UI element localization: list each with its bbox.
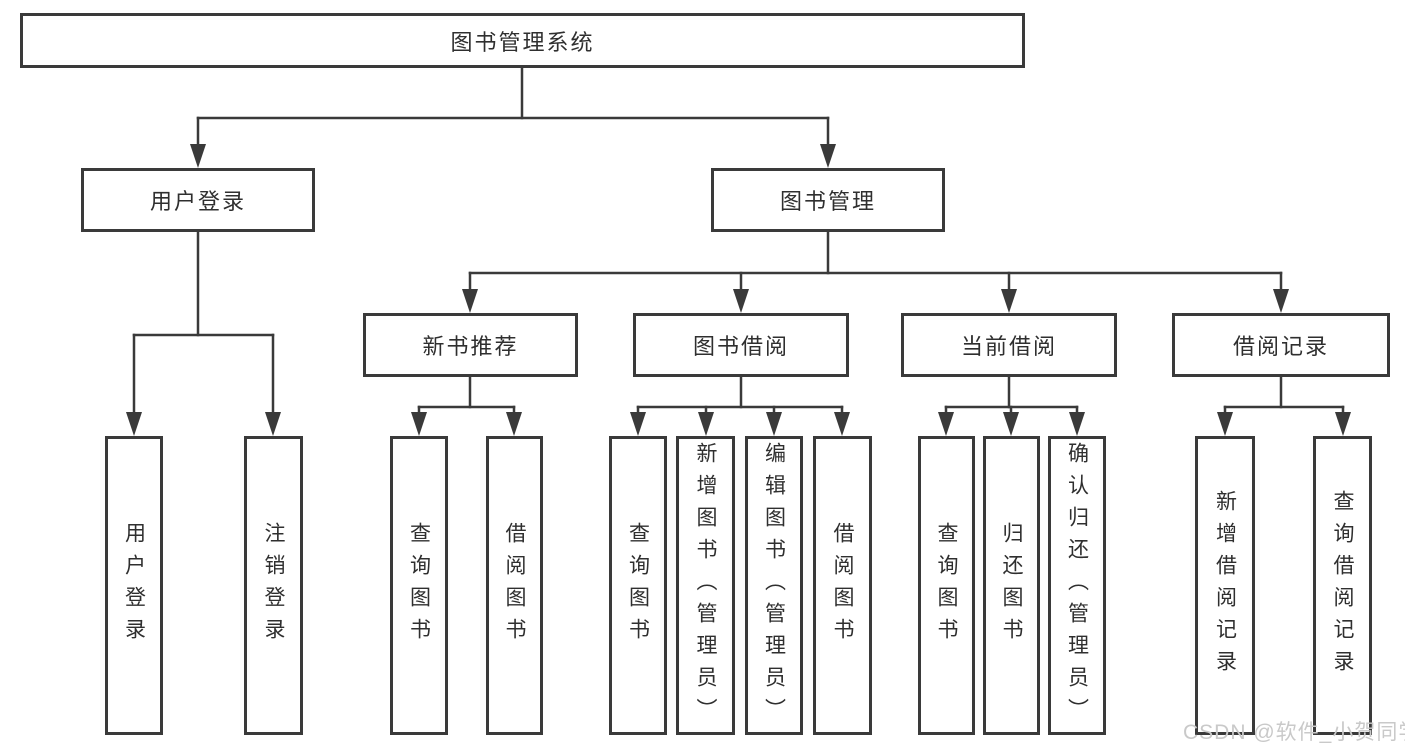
node-user-login: 用户登录 — [81, 168, 315, 232]
leaf-query-borrow-record: 查询借阅记录 — [1313, 436, 1372, 735]
leaf-query-book-recommend-label: 查询图书 — [407, 521, 431, 650]
leaf-query-book-borrow-label: 查询图书 — [626, 521, 650, 650]
connector-book-mgmt-to-level3 — [462, 230, 1289, 313]
node-book-management-label: 图书管理 — [779, 189, 876, 214]
node-book-management: 图书管理 — [711, 168, 945, 232]
leaf-borrow-book-recommend: 借阅图书 — [486, 436, 543, 735]
csdn-watermark: CSDN @软件_小贺同学 — [1183, 721, 1405, 744]
leaf-borrow-book: 借阅图书 — [813, 436, 872, 735]
connector-borrow-record-to-leaves — [1217, 375, 1351, 436]
node-root: 图书管理系统 — [20, 13, 1025, 68]
leaf-query-borrow-record-label: 查询借阅记录 — [1331, 489, 1354, 682]
node-new-book-recommend: 新书推荐 — [363, 313, 578, 377]
node-borrow-records: 借阅记录 — [1172, 313, 1390, 377]
leaf-add-book-admin: 新增图书（管理员） — [676, 436, 735, 735]
leaf-query-book-borrow: 查询图书 — [609, 436, 667, 735]
leaf-return-book-label: 归还图书 — [1000, 521, 1023, 650]
node-current-borrow: 当前借阅 — [901, 313, 1117, 377]
leaf-query-book-recommend: 查询图书 — [390, 436, 448, 735]
node-book-borrow: 图书借阅 — [633, 313, 849, 377]
connector-current-borrow-to-leaves — [938, 375, 1085, 436]
connector-root-to-level2 — [190, 66, 836, 168]
leaf-user-login-label: 用户登录 — [122, 521, 146, 650]
leaf-edit-book-admin-label: 编辑图书（管理员） — [762, 441, 786, 730]
leaf-logout-label: 注销登录 — [262, 521, 285, 650]
leaf-query-book-current-label: 查询图书 — [935, 521, 958, 650]
leaf-query-book-current: 查询图书 — [918, 436, 975, 735]
node-borrow-records-label: 借阅记录 — [1232, 334, 1329, 359]
connector-new-book-rec-to-leaves — [411, 375, 522, 436]
leaf-add-borrow-record-label: 新增借阅记录 — [1213, 489, 1237, 682]
leaf-confirm-return-admin: 确认归还（管理员） — [1048, 436, 1106, 735]
node-new-book-recommend-label: 新书推荐 — [422, 334, 519, 359]
node-book-borrow-label: 图书借阅 — [692, 334, 789, 359]
leaf-logout: 注销登录 — [244, 436, 303, 735]
leaf-add-borrow-record: 新增借阅记录 — [1195, 436, 1255, 735]
leaf-user-login: 用户登录 — [105, 436, 163, 735]
leaf-borrow-book-recommend-label: 借阅图书 — [503, 521, 526, 650]
node-root-label: 图书管理系统 — [450, 29, 595, 55]
connector-book-borrow-to-leaves — [630, 375, 850, 436]
leaf-confirm-return-admin-label: 确认归还（管理员） — [1065, 441, 1089, 730]
node-current-borrow-label: 当前借阅 — [960, 334, 1057, 359]
leaf-borrow-book-label: 借阅图书 — [831, 521, 854, 650]
connector-user-login-to-leaves — [126, 230, 281, 436]
leaf-return-book: 归还图书 — [983, 436, 1040, 735]
leaf-edit-book-admin: 编辑图书（管理员） — [745, 436, 803, 735]
leaf-add-book-admin-label: 新增图书（管理员） — [694, 441, 717, 730]
node-user-login-label: 用户登录 — [149, 189, 246, 214]
